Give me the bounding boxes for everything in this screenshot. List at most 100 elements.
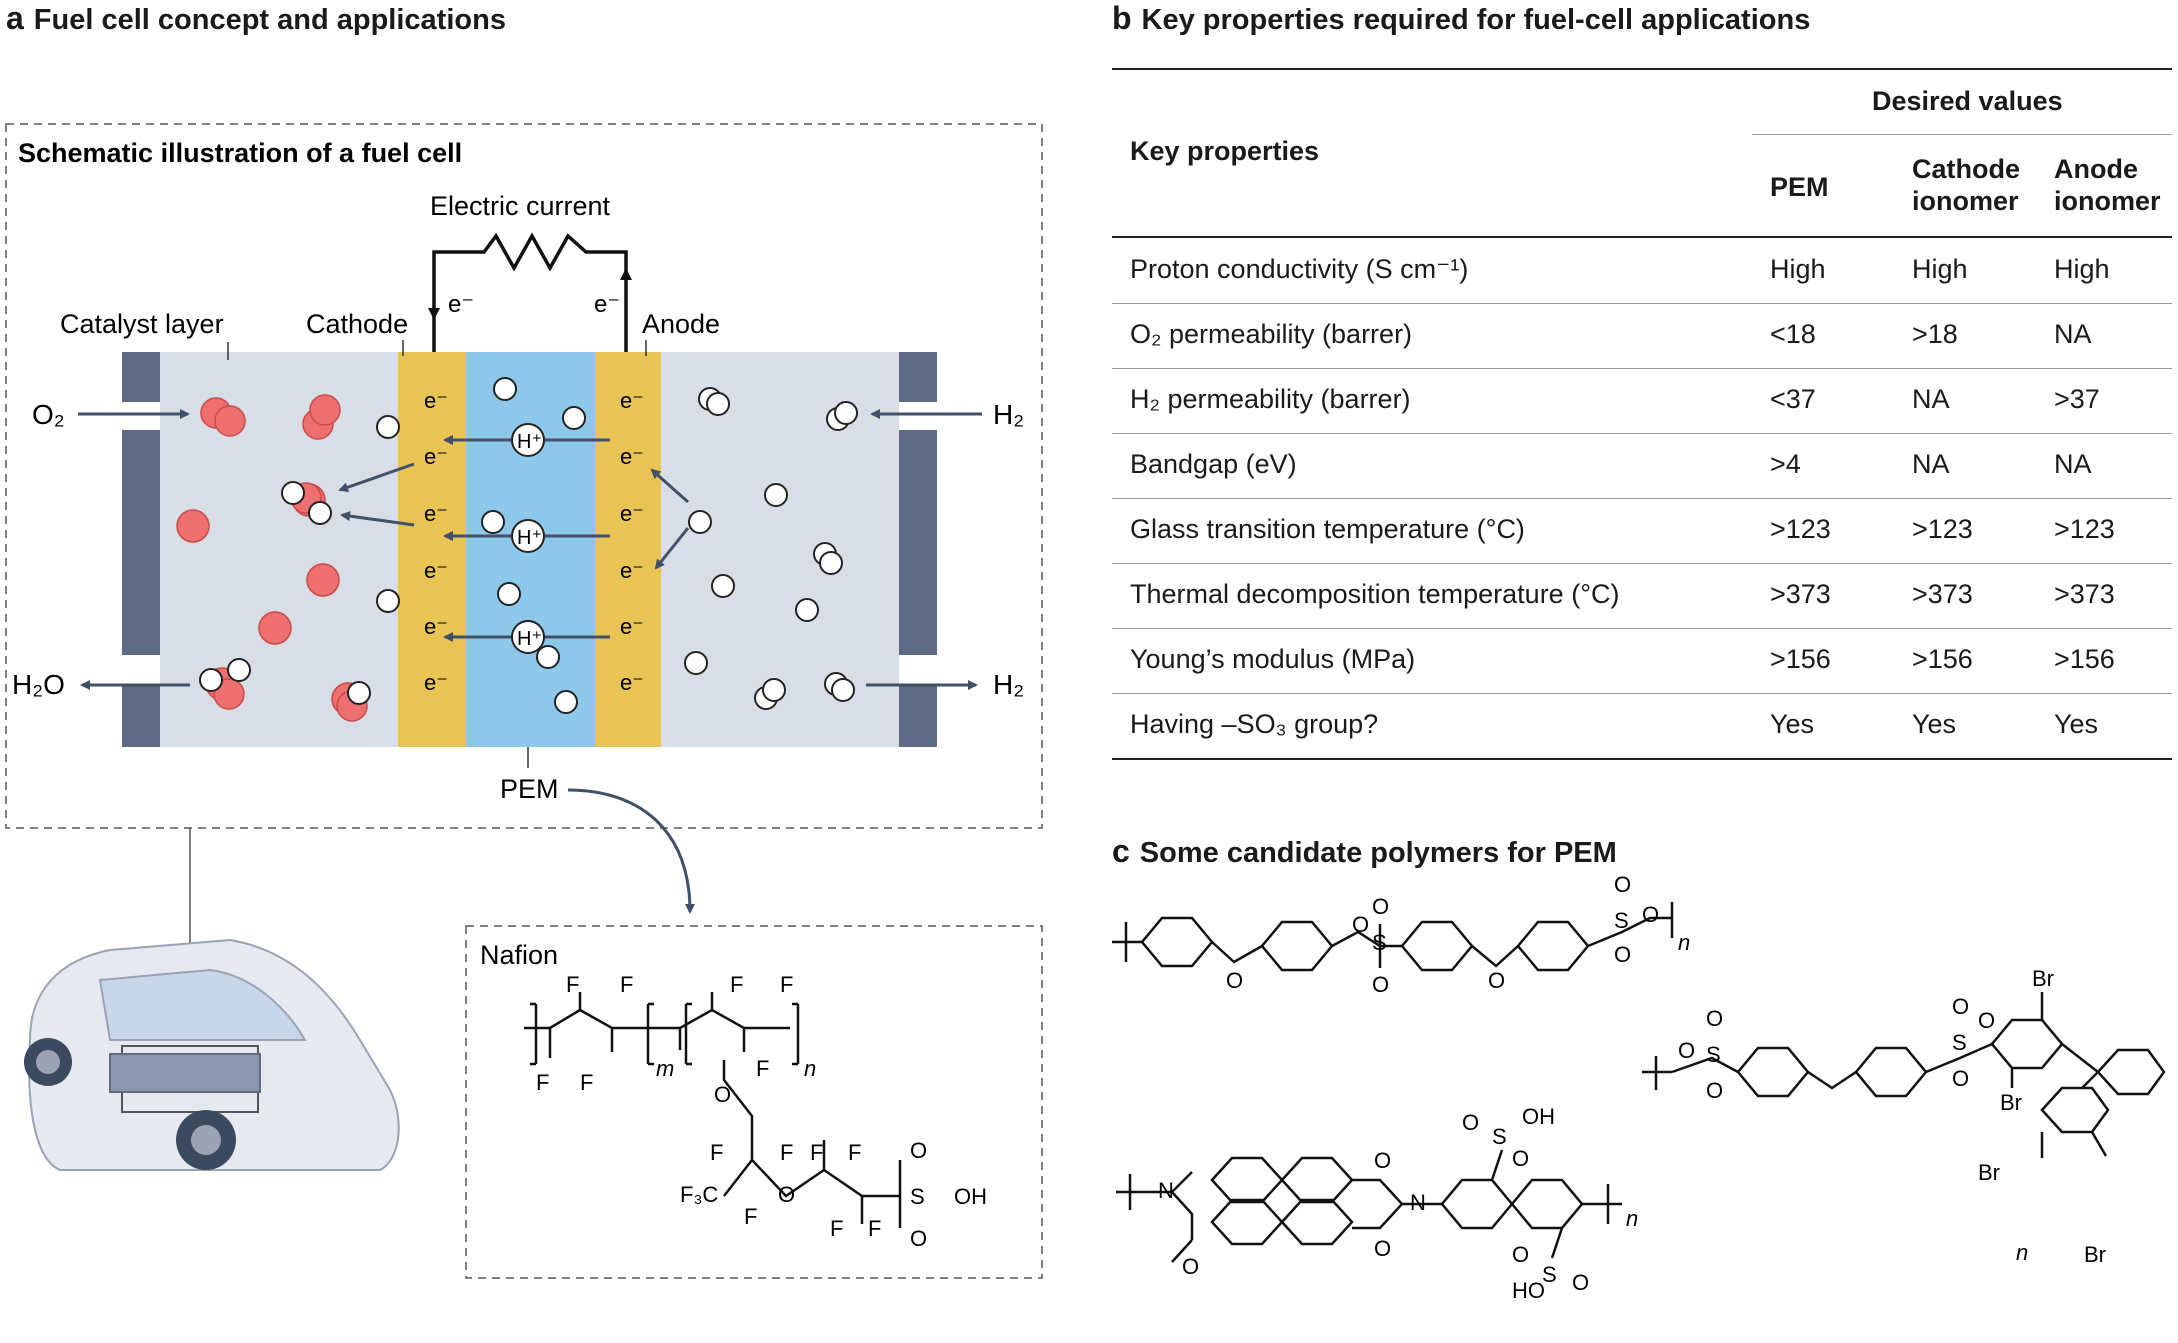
svg-text:m: m — [656, 1056, 674, 1081]
cathode-plate — [122, 352, 160, 747]
cathode-cell: NA — [1912, 384, 1950, 414]
header-anode-1: Anode — [2054, 154, 2138, 184]
svg-text:N: N — [1158, 1178, 1174, 1203]
svg-text:S: S — [910, 1184, 925, 1209]
anode-catalyst-layer — [595, 352, 661, 747]
header-key-properties: Key properties — [1130, 136, 1320, 166]
svg-text:F: F — [566, 972, 579, 997]
svg-text:F: F — [868, 1216, 881, 1241]
catalyst-electrons: e⁻ e⁻ e⁻ e⁻ e⁻ e⁻ e⁻ e⁻ e⁻ e⁻ e⁻ e⁻ — [424, 388, 644, 695]
svg-text:O: O — [714, 1082, 731, 1107]
svg-text:O: O — [1706, 1078, 1723, 1103]
svg-text:F: F — [810, 1140, 823, 1165]
svg-text:O: O — [1226, 968, 1243, 993]
svg-text:F: F — [780, 972, 793, 997]
property-cell: Having –SO₃ group? — [1130, 709, 1379, 739]
table-row-divider — [1112, 758, 2172, 760]
table-row-divider — [1112, 368, 2172, 369]
property-cell: Young’s modulus (MPa) — [1130, 644, 1416, 674]
anode-label: Anode — [642, 309, 720, 339]
anode-cell: NA — [2054, 319, 2092, 349]
svg-text:F: F — [710, 1140, 723, 1165]
pem-cell: <37 — [1770, 384, 1816, 414]
property-cell: H₂ permeability (barrer) — [1130, 384, 1411, 414]
svg-text:F: F — [620, 972, 633, 997]
table-row-divider — [1112, 628, 2172, 629]
svg-text:F: F — [780, 1140, 793, 1165]
header-pem: PEM — [1770, 172, 1829, 202]
svg-text:e⁻: e⁻ — [620, 614, 644, 639]
property-cell: Proton conductivity (S cm⁻¹) — [1130, 254, 1469, 284]
property-cell: Glass transition temperature (°C) — [1130, 514, 1525, 544]
fuel-cell-schematic: Schematic illustration of a fuel cell El… — [5, 123, 1043, 1279]
cathode-reaction-arrows — [338, 462, 415, 527]
svg-text:O: O — [1978, 1008, 1995, 1033]
h2-outlet-label: H₂ — [993, 669, 1024, 700]
property-cell: Thermal decomposition temperature (°C) — [1130, 579, 1620, 609]
svg-text:O: O — [1512, 1146, 1529, 1171]
cathode-catalyst-layer — [398, 352, 466, 747]
h2-inlet-label: H₂ — [993, 399, 1024, 430]
polymer-1-structure — [1112, 902, 1674, 972]
svg-text:O: O — [778, 1182, 795, 1207]
cathode-cell: >373 — [1912, 579, 1973, 609]
svg-text:O: O — [1372, 894, 1389, 919]
svg-text:Br: Br — [2032, 966, 2054, 991]
anode-cell: >156 — [2054, 644, 2115, 674]
header-cathode-1: Cathode — [1912, 154, 2020, 184]
anode-cell: >37 — [2054, 384, 2100, 414]
svg-text:F: F — [756, 1056, 769, 1081]
cathode-cell: >156 — [1912, 644, 1973, 674]
panel-a-letter: a — [6, 0, 24, 36]
pem-cell: >373 — [1770, 579, 1831, 609]
cathode-label: Cathode — [306, 309, 408, 339]
svg-text:O: O — [1352, 912, 1369, 937]
svg-text:e⁻: e⁻ — [620, 670, 644, 695]
svg-text:HO: HO — [1512, 1278, 1545, 1303]
svg-text:F: F — [744, 1204, 757, 1229]
svg-text:O: O — [1462, 1110, 1479, 1135]
svg-text:e⁻: e⁻ — [424, 501, 448, 526]
svg-text:e⁻: e⁻ — [424, 388, 448, 413]
svg-text:S: S — [1492, 1124, 1507, 1149]
o2-inlet-label: O₂ — [32, 399, 65, 430]
svg-text:S: S — [1706, 1042, 1721, 1067]
anode-splitting-arrows — [650, 468, 690, 570]
svg-text:e⁻: e⁻ — [424, 670, 448, 695]
svg-text:e⁻: e⁻ — [620, 444, 644, 469]
svg-text:F: F — [730, 972, 743, 997]
property-cell: Bandgap (eV) — [1130, 449, 1297, 479]
cathode-cell: NA — [1912, 449, 1950, 479]
polymer-2-atoms: N O N O O S OH O O S HO O O n — [1158, 1104, 1638, 1303]
svg-text:e⁻: e⁻ — [620, 501, 644, 526]
svg-text:e⁻: e⁻ — [424, 614, 448, 639]
oxygen-molecules — [176, 394, 368, 722]
pem-cell: Yes — [1770, 709, 1815, 739]
pem-cell: High — [1770, 254, 1826, 284]
svg-text:S: S — [1372, 930, 1387, 955]
property-cell: O₂ permeability (barrer) — [1130, 319, 1413, 349]
pem-to-nafion-arrow — [567, 788, 695, 914]
svg-text:e⁻: e⁻ — [424, 558, 448, 583]
svg-text:O: O — [1512, 1242, 1529, 1267]
anode-cell: >373 — [2054, 579, 2115, 609]
external-circuit — [432, 232, 628, 352]
svg-text:Br: Br — [2084, 1242, 2106, 1267]
cathode-cell: Yes — [1912, 709, 1957, 739]
circuit-electron-left: e⁻ — [448, 291, 474, 318]
table-row-divider — [1112, 433, 2172, 434]
table-row-divider — [1112, 498, 2172, 499]
proton-label-3: H⁺ — [517, 628, 542, 650]
catalyst-layer-label: Catalyst layer — [60, 309, 224, 339]
polymer-3-structure — [1642, 992, 2166, 1158]
electric-current-label: Electric current — [430, 191, 611, 221]
svg-text:e⁻: e⁻ — [620, 388, 644, 413]
proton-label-1: H⁺ — [517, 431, 542, 453]
pem-cell: >156 — [1770, 644, 1831, 674]
svg-text:S: S — [1614, 908, 1629, 933]
svg-text:S: S — [1542, 1262, 1557, 1287]
nafion-structure — [524, 992, 902, 1228]
svg-text:OH: OH — [954, 1184, 987, 1209]
